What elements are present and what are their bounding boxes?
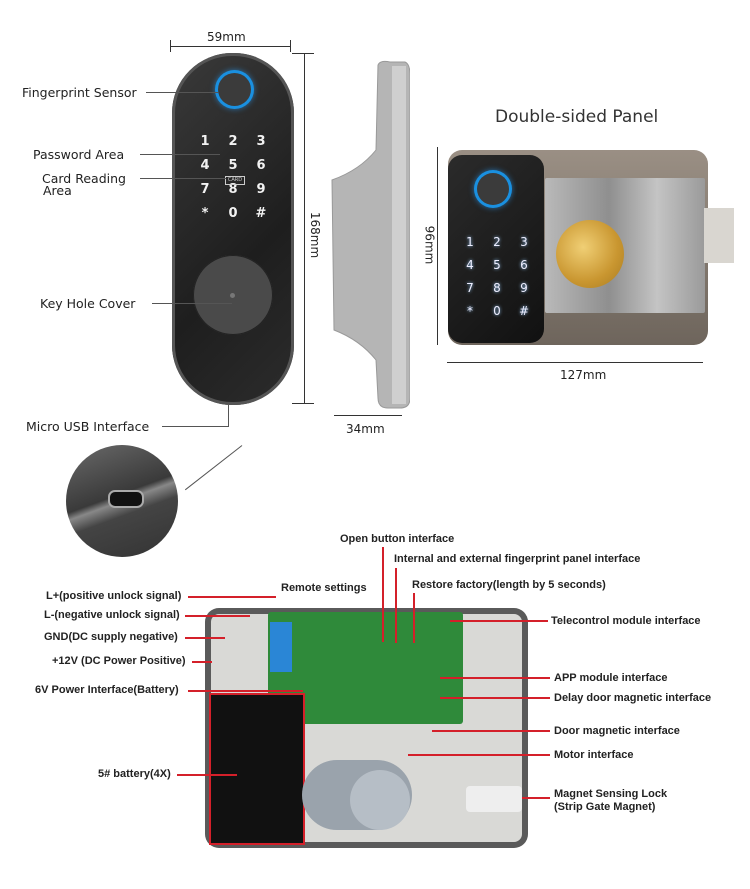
leader-door-magnetic [432,730,550,732]
panel-keypad-key: 3 [520,235,528,249]
leader-usb-h [162,426,229,427]
panel-keypad-key: 1 [466,235,474,249]
double-panel-title: Double-sided Panel [495,107,659,127]
keypad-key: 7 [200,182,210,197]
label-open-button: Open button interface [340,533,455,545]
lock-bolt [704,208,734,263]
leader-restore [413,593,415,643]
keypad-key: 0 [228,206,238,221]
key-hole-dot [230,293,235,298]
depth-dim-line [334,415,402,416]
leader-12v [192,661,212,663]
side-view [331,60,410,409]
panel-keypad-key: * [467,304,473,318]
label-remote-settings: Remote settings [281,582,367,594]
leader-motor [408,754,550,756]
label-app-module: APP module interface [554,672,668,684]
leader-magnet-lock [522,797,550,799]
label-card-reading-1: Card Reading [42,171,126,186]
label-fingerprint-sensor: Fingerprint Sensor [22,85,137,100]
leader-l-minus [185,615,250,617]
motor-cap [350,770,410,830]
label-password-area: Password Area [33,147,125,162]
brass-cylinder [556,220,624,288]
leader-fingerprint-panel [395,568,397,643]
label-door-magnetic: Door magnetic interface [554,725,680,737]
micro-usb-port [108,490,144,508]
label-6v: 6V Power Interface(Battery) [35,684,179,696]
keypad-key: 3 [256,134,266,149]
leader-telecontrol [450,620,548,622]
leader-l-plus [188,596,276,598]
panel-keypad-key: 9 [520,281,528,295]
fingerprint-sensor [218,73,251,106]
panel-keypad-key: 6 [520,258,528,272]
keypad-key: 4 [200,158,210,173]
leader-open-button [382,547,384,642]
panel-keypad-key: 7 [466,281,474,295]
panel-keypad-key: 2 [493,235,501,249]
keypad-key: # [255,206,267,221]
label-gnd: GND(DC supply negative) [44,631,178,643]
label-12v: +12V (DC Power Positive) [52,655,186,667]
leader-card [140,178,226,179]
front-width-label: 59mm [207,30,246,44]
terminal-block [270,622,292,672]
panel-keypad-key: # [518,304,530,318]
leader-6v [188,690,303,692]
front-height-label: 168mm [308,211,323,259]
label-telecontrol: Telecontrol module interface [551,615,701,627]
card-reading-badge: CARD [225,176,245,185]
keypad-key: 5 [228,158,238,173]
width-dim-line [170,46,290,47]
leader-password [140,154,220,155]
height-dim-line [304,53,305,403]
panel-keypad-key: 8 [493,281,501,295]
leader-fingerprint [146,92,218,93]
panel-keypad-key: 4 [466,258,474,272]
panel-height-dim [437,147,438,345]
keypad-key: 9 [256,182,266,197]
label-key-hole-cover: Key Hole Cover [40,296,136,311]
width-dim-tick-left [170,40,171,52]
panel-keypad-key: 0 [493,304,501,318]
leader-keyhole [152,303,232,304]
label-motor: Motor interface [554,749,634,761]
leader-battery [177,774,237,776]
panel-keypad-key: 5 [493,258,501,272]
label-card-reading-2: Area [43,183,72,198]
height-dim-tick-top [292,53,314,54]
keypad-key: 1 [200,134,210,149]
leader-usb-v [228,405,229,427]
keypad-key: 8 [228,182,238,197]
label-fingerprint-panel: Internal and external fingerprint panel … [394,553,641,565]
side-depth-label: 34mm [346,422,385,436]
leader-gnd [185,637,225,639]
keypad-key: 2 [228,134,238,149]
magnet-sensing-lock [466,786,522,812]
label-battery: 5# battery(4X) [98,768,171,780]
label-micro-usb: Micro USB Interface [26,419,150,434]
keypad-key: * [201,206,209,221]
label-magnet-lock-2: (Strip Gate Magnet) [554,801,656,813]
label-l-plus: L+(positive unlock signal) [46,590,182,602]
leader-usb-diag [184,445,243,491]
label-l-minus: L-(negative unlock signal) [44,609,180,621]
label-delay-door: Delay door magnetic interface [554,692,712,704]
keypad-key: 6 [256,158,266,173]
panel-height-label: 96mm [422,225,437,265]
width-dim-tick-right [290,40,291,52]
panel-width-label: 127mm [560,368,607,382]
battery-holder [209,693,305,845]
panel-fingerprint-sensor [477,173,509,205]
height-dim-tick-bottom [292,403,314,404]
front-panel [172,53,294,405]
leader-app [440,677,550,679]
label-magnet-lock-1: Magnet Sensing Lock [554,788,668,800]
label-restore-factory: Restore factory(length by 5 seconds) [412,579,606,591]
panel-width-dim [447,362,703,363]
leader-delay-door [440,697,550,699]
